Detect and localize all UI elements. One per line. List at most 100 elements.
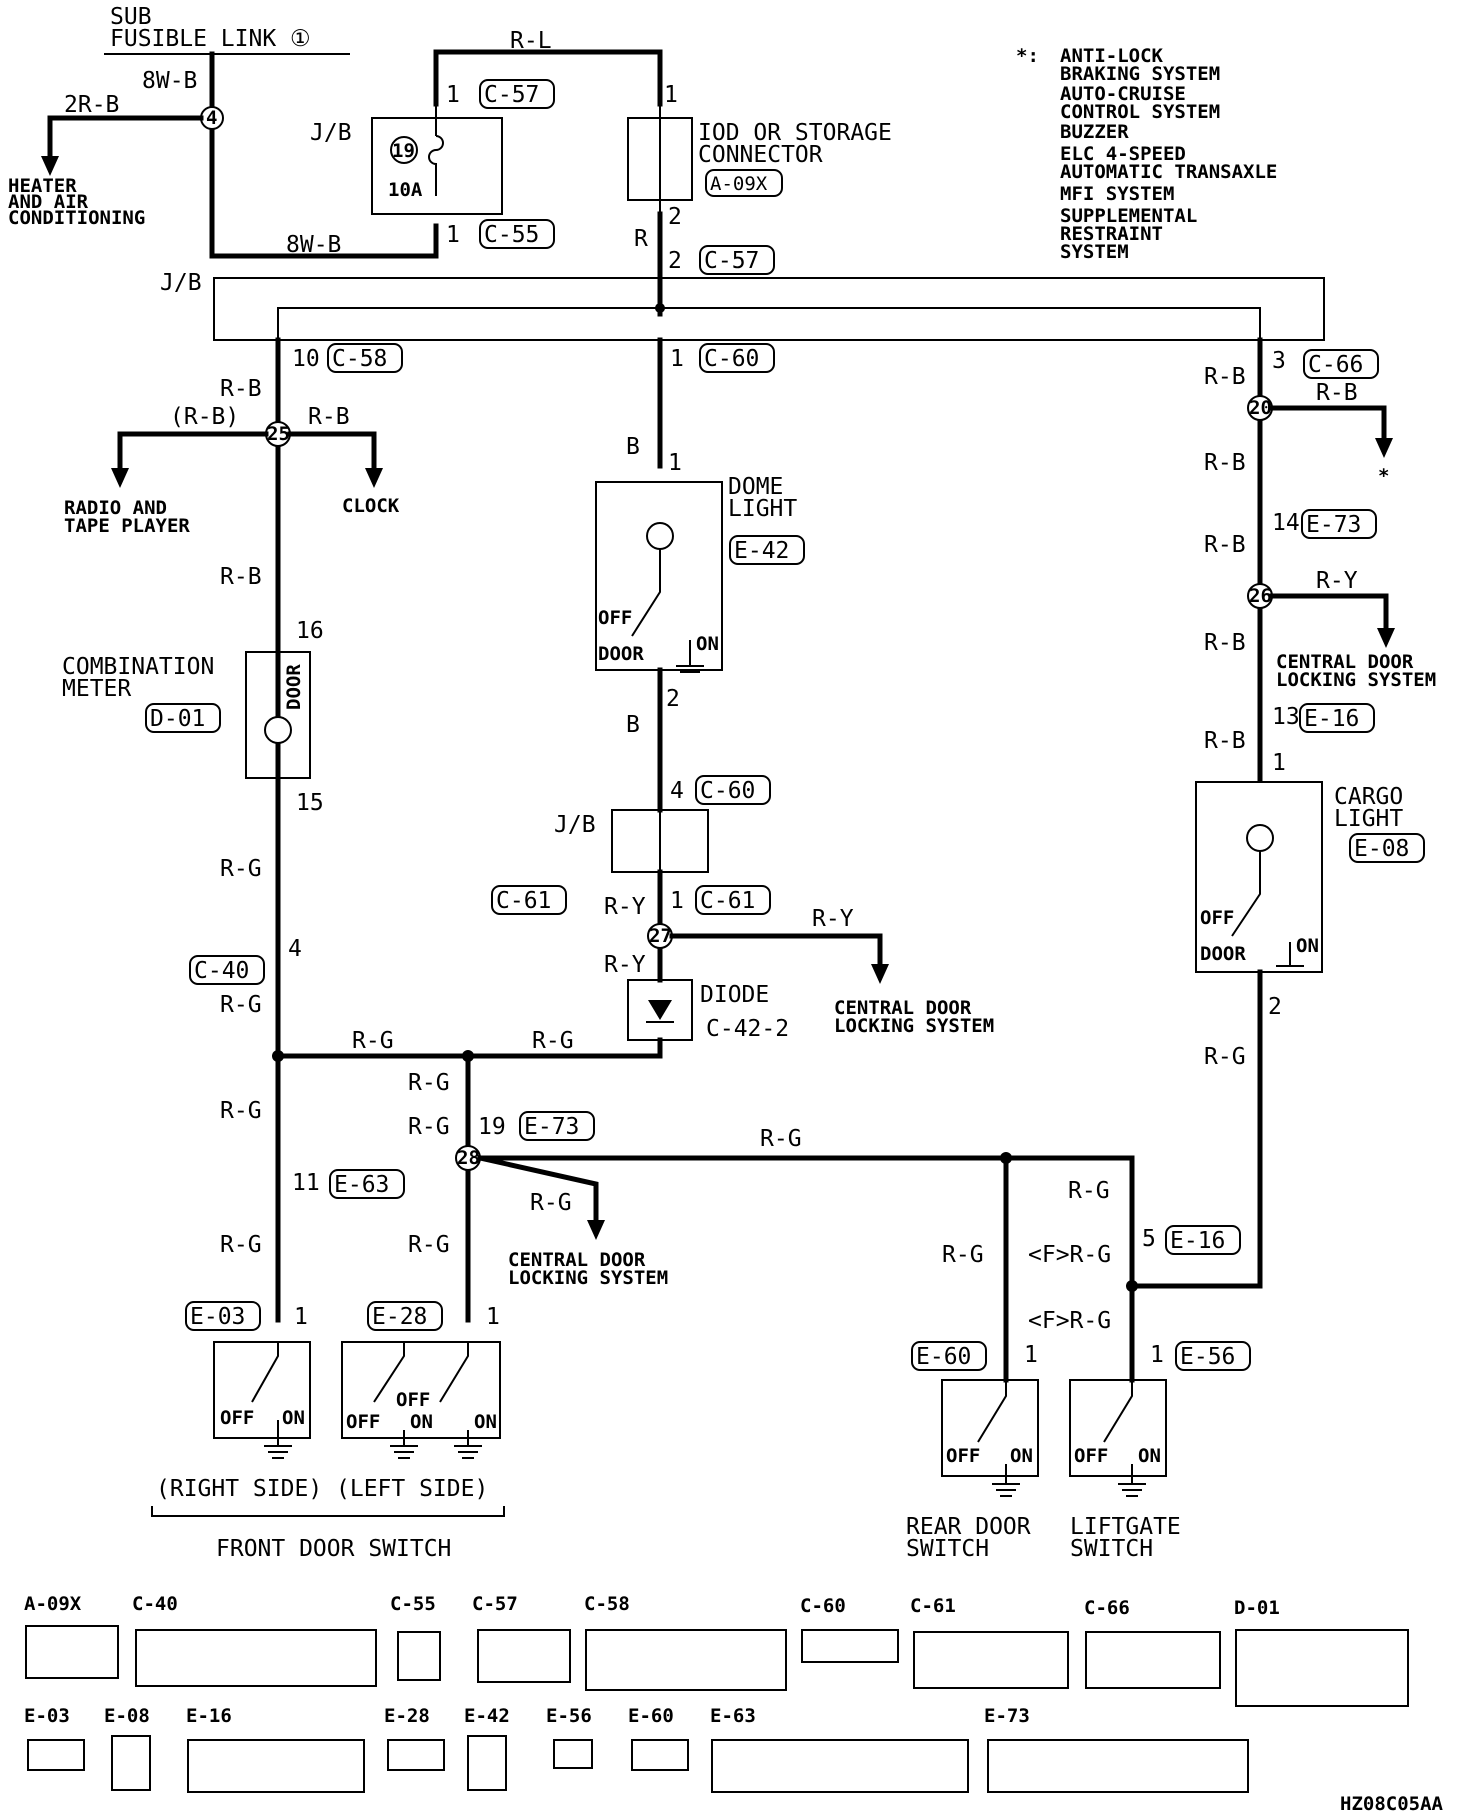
conn-c55: C-55 xyxy=(479,219,555,249)
wire-b-1: B xyxy=(626,434,640,460)
face-c57 xyxy=(477,1629,571,1683)
left-side-label: (LEFT SIDE) xyxy=(336,1476,488,1502)
face-a09x-label: A-09X xyxy=(24,1593,82,1615)
dome-light-line1: DOME xyxy=(728,474,783,500)
connector-faces-row2: E-03 E-08 E-16 E-28 E-42 E-56 E-60 E-63 … xyxy=(24,1705,1249,1793)
svg-text:E-28: E-28 xyxy=(372,1304,427,1330)
cargo-door: DOOR xyxy=(1200,943,1246,965)
central-door-3-line1: CENTRAL DOOR xyxy=(508,1249,646,1271)
down-star: * xyxy=(1378,465,1389,487)
face-c40 xyxy=(135,1629,377,1687)
svg-text:BRAKING SYSTEM: BRAKING SYSTEM xyxy=(1060,63,1220,85)
pin-iod-2: 2 xyxy=(668,204,682,230)
wire-rg-bus-2: R-G xyxy=(532,1028,574,1054)
conn-e03: E-03 xyxy=(185,1301,261,1331)
pin-iod-1: 1 xyxy=(664,82,678,108)
dome-off: OFF xyxy=(598,607,632,629)
right-door-switch-box xyxy=(213,1341,311,1439)
radio-line2: TAPE PLAYER xyxy=(64,515,190,537)
pin-e28-1: 1 xyxy=(486,1304,500,1330)
wire-rg-central-3: R-G xyxy=(530,1190,572,1216)
svg-text:CONTROL SYSTEM: CONTROL SYSTEM xyxy=(1060,101,1220,123)
dome-lamp-icon xyxy=(646,522,674,550)
svg-text:MFI SYSTEM: MFI SYSTEM xyxy=(1060,183,1174,205)
front-door-switch-label: FRONT DOOR SWITCH xyxy=(216,1536,451,1562)
wire-rb-left-2: R-B xyxy=(220,564,262,590)
wire-rb-right-6: R-B xyxy=(1204,728,1246,754)
conn-c57-top: C-57 xyxy=(479,79,555,109)
svg-text:SYSTEM: SYSTEM xyxy=(1060,241,1129,263)
splice-4-label: 4 xyxy=(206,107,217,129)
fuse-no-circle xyxy=(390,136,418,164)
wire-rg-bus-1: R-G xyxy=(352,1028,394,1054)
svg-text:RESTRAINT: RESTRAINT xyxy=(1060,223,1163,245)
diagram-id: HZ08C05AA xyxy=(1340,1793,1444,1815)
svg-text:SUPPLEMENTAL: SUPPLEMENTAL xyxy=(1060,205,1197,227)
diode-box xyxy=(627,979,693,1041)
svg-text:AUTO-CRUISE: AUTO-CRUISE xyxy=(1060,83,1186,105)
wire-rb-left-1: R-B xyxy=(220,376,262,402)
rear-door-switch-line1: REAR DOOR xyxy=(906,1514,1031,1540)
face-c66-label: C-66 xyxy=(1084,1597,1130,1619)
central-door-1-line2: LOCKING SYSTEM xyxy=(1276,669,1436,691)
svg-text:E-60: E-60 xyxy=(916,1344,971,1370)
face-c66 xyxy=(1085,1631,1221,1689)
liftgate-switch-on: ON xyxy=(1138,1445,1161,1467)
conn-e28: E-28 xyxy=(367,1301,443,1331)
cargo-light-line2: LIGHT xyxy=(1334,806,1403,832)
central-door-1-line1: CENTRAL DOOR xyxy=(1276,651,1414,673)
dome-door: DOOR xyxy=(598,643,644,665)
pin-e56-1: 1 xyxy=(1150,1342,1164,1368)
wire-rl: R-L xyxy=(510,28,552,54)
liftgate-switch-line2: SWITCH xyxy=(1070,1536,1153,1562)
cargo-on: ON xyxy=(1296,935,1319,957)
iod-line1: IOD OR STORAGE xyxy=(698,120,892,146)
fuse-amp: 10A xyxy=(388,179,423,201)
conn-c60-top: C-60 xyxy=(699,343,775,373)
conn-e16-top: E-16 xyxy=(1299,703,1375,733)
wire-rg-e16: R-G xyxy=(1068,1178,1110,1204)
rear-switch-off: OFF xyxy=(946,1445,980,1467)
clock-label: CLOCK xyxy=(342,495,400,517)
face-c55 xyxy=(397,1631,441,1681)
svg-text:E-42: E-42 xyxy=(734,538,789,564)
face-e73-label: E-73 xyxy=(984,1705,1030,1727)
face-c57-label: C-57 xyxy=(472,1593,518,1615)
svg-text:E-73: E-73 xyxy=(524,1114,579,1140)
connector-faces-row1: A-09X C-40 C-55 C-57 C-58 C-60 C-61 C-66… xyxy=(24,1593,1409,1707)
face-c61-label: C-61 xyxy=(910,1595,956,1617)
svg-text:C-57: C-57 xyxy=(704,248,759,274)
svg-text:AUTOMATIC TRANSAXLE: AUTOMATIC TRANSAXLE xyxy=(1060,161,1277,183)
conn-e73-left: E-73 xyxy=(519,1111,595,1141)
wire-rb-right-4: R-B xyxy=(1204,532,1246,558)
face-e56-label: E-56 xyxy=(546,1705,592,1727)
wire-rb-right-2: R-B xyxy=(1316,380,1358,406)
pin-16: 16 xyxy=(296,618,324,644)
rear-switch-on: ON xyxy=(1010,1445,1033,1467)
svg-text:A-09X: A-09X xyxy=(710,173,768,195)
diode-label: DIODE xyxy=(700,982,769,1008)
wire-frg-1: <F>R-G xyxy=(1028,1242,1111,1268)
right-side-label: (RIGHT SIDE) xyxy=(156,1476,322,1502)
conn-c60-mid: C-60 xyxy=(695,775,771,805)
notes-asterisk: *: xyxy=(1016,45,1039,67)
liftgate-switch-line1: LIFTGATE xyxy=(1070,1514,1181,1540)
wire-rg-left-3: R-G xyxy=(220,1098,262,1124)
svg-text:E-03: E-03 xyxy=(190,1304,245,1330)
pin-dome-1: 1 xyxy=(668,450,682,476)
fuse-no: 19 xyxy=(392,140,415,162)
svg-text:ANTI-LOCK: ANTI-LOCK xyxy=(1060,45,1164,67)
pin-c60-4: 4 xyxy=(670,778,684,804)
conn-c57-mid: C-57 xyxy=(699,245,775,275)
heater-line3: CONDITIONING xyxy=(8,207,145,229)
face-a09x xyxy=(25,1625,119,1679)
face-c60-label: C-60 xyxy=(800,1595,846,1617)
wire-rb-right-1: R-B xyxy=(1204,364,1246,390)
wire-rg-bus-3: R-G xyxy=(760,1126,802,1152)
face-e28 xyxy=(387,1739,445,1771)
door-label: DOOR xyxy=(283,664,305,710)
left-door-switch-box xyxy=(341,1341,501,1439)
conn-e42: E-42 xyxy=(729,535,805,565)
face-c58 xyxy=(585,1629,787,1691)
